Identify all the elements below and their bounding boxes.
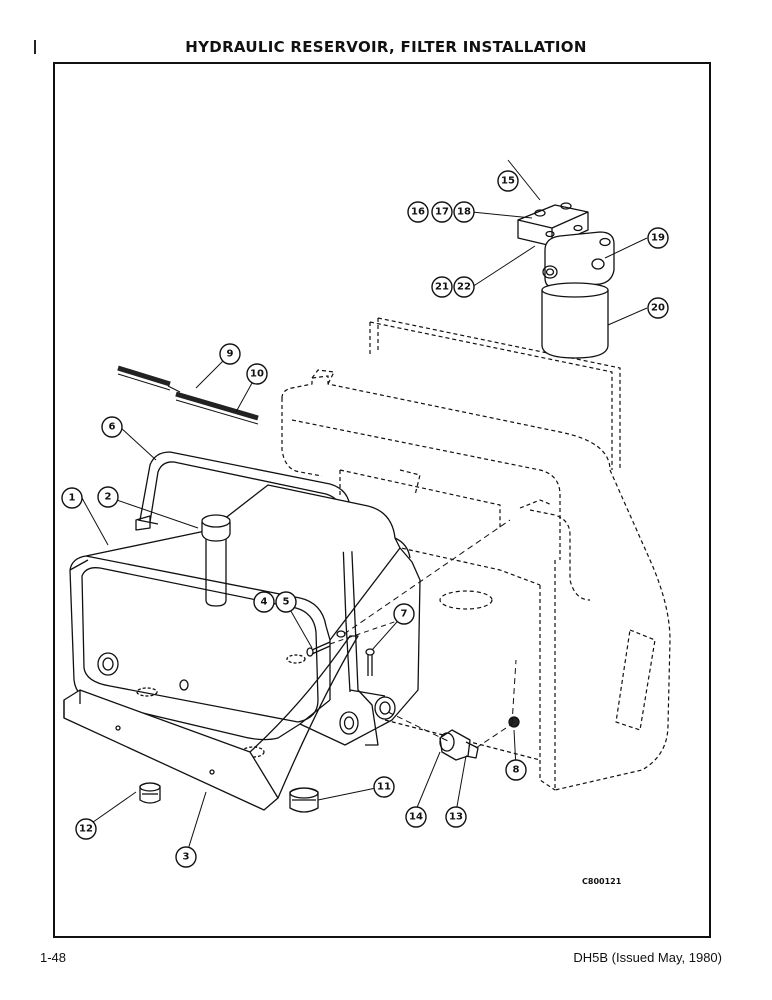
- leader-lines: [81, 159, 648, 857]
- filter-assembly: [517, 202, 615, 359]
- callout-20: 20: [651, 303, 665, 314]
- reservoir-tank: [69, 484, 421, 758]
- callout-11: 11: [377, 782, 391, 793]
- callout-3: 3: [183, 852, 190, 863]
- margin-mark: [34, 40, 36, 54]
- callout-circles: [61, 170, 669, 868]
- callout-7: 7: [401, 609, 408, 620]
- hardware: [139, 641, 520, 813]
- callout-1: 1: [69, 493, 76, 504]
- page-number: 1-48: [40, 950, 67, 965]
- edition-note: DH5B (Issued May, 1980): [573, 950, 722, 965]
- callout-12: 12: [79, 824, 93, 835]
- base-channel: [63, 630, 359, 811]
- diagram-frame: [53, 62, 711, 938]
- callout-16: 16: [411, 207, 425, 218]
- callout-22: 22: [457, 282, 471, 293]
- callout-19: 19: [651, 233, 665, 244]
- callout-5: 5: [283, 597, 290, 608]
- callout-18: 18: [457, 207, 471, 218]
- callout-9: 9: [227, 349, 234, 360]
- callout-15: 15: [501, 176, 515, 187]
- rubber-strip: [117, 365, 259, 425]
- drawing-code: C800121: [582, 877, 622, 886]
- callout-6: 6: [109, 422, 116, 433]
- callout-2: 2: [105, 492, 112, 503]
- mounting-frame: [281, 317, 671, 791]
- callout-13: 13: [449, 812, 463, 823]
- callout-14: 14: [409, 812, 423, 823]
- callout-17: 17: [435, 207, 449, 218]
- callout-8: 8: [513, 765, 520, 776]
- page-title: HYDRAULIC RESERVOIR, FILTER INSTALLATION: [185, 38, 587, 56]
- callout-10: 10: [250, 369, 264, 380]
- callout-4: 4: [261, 597, 268, 608]
- callout-21: 21: [435, 282, 449, 293]
